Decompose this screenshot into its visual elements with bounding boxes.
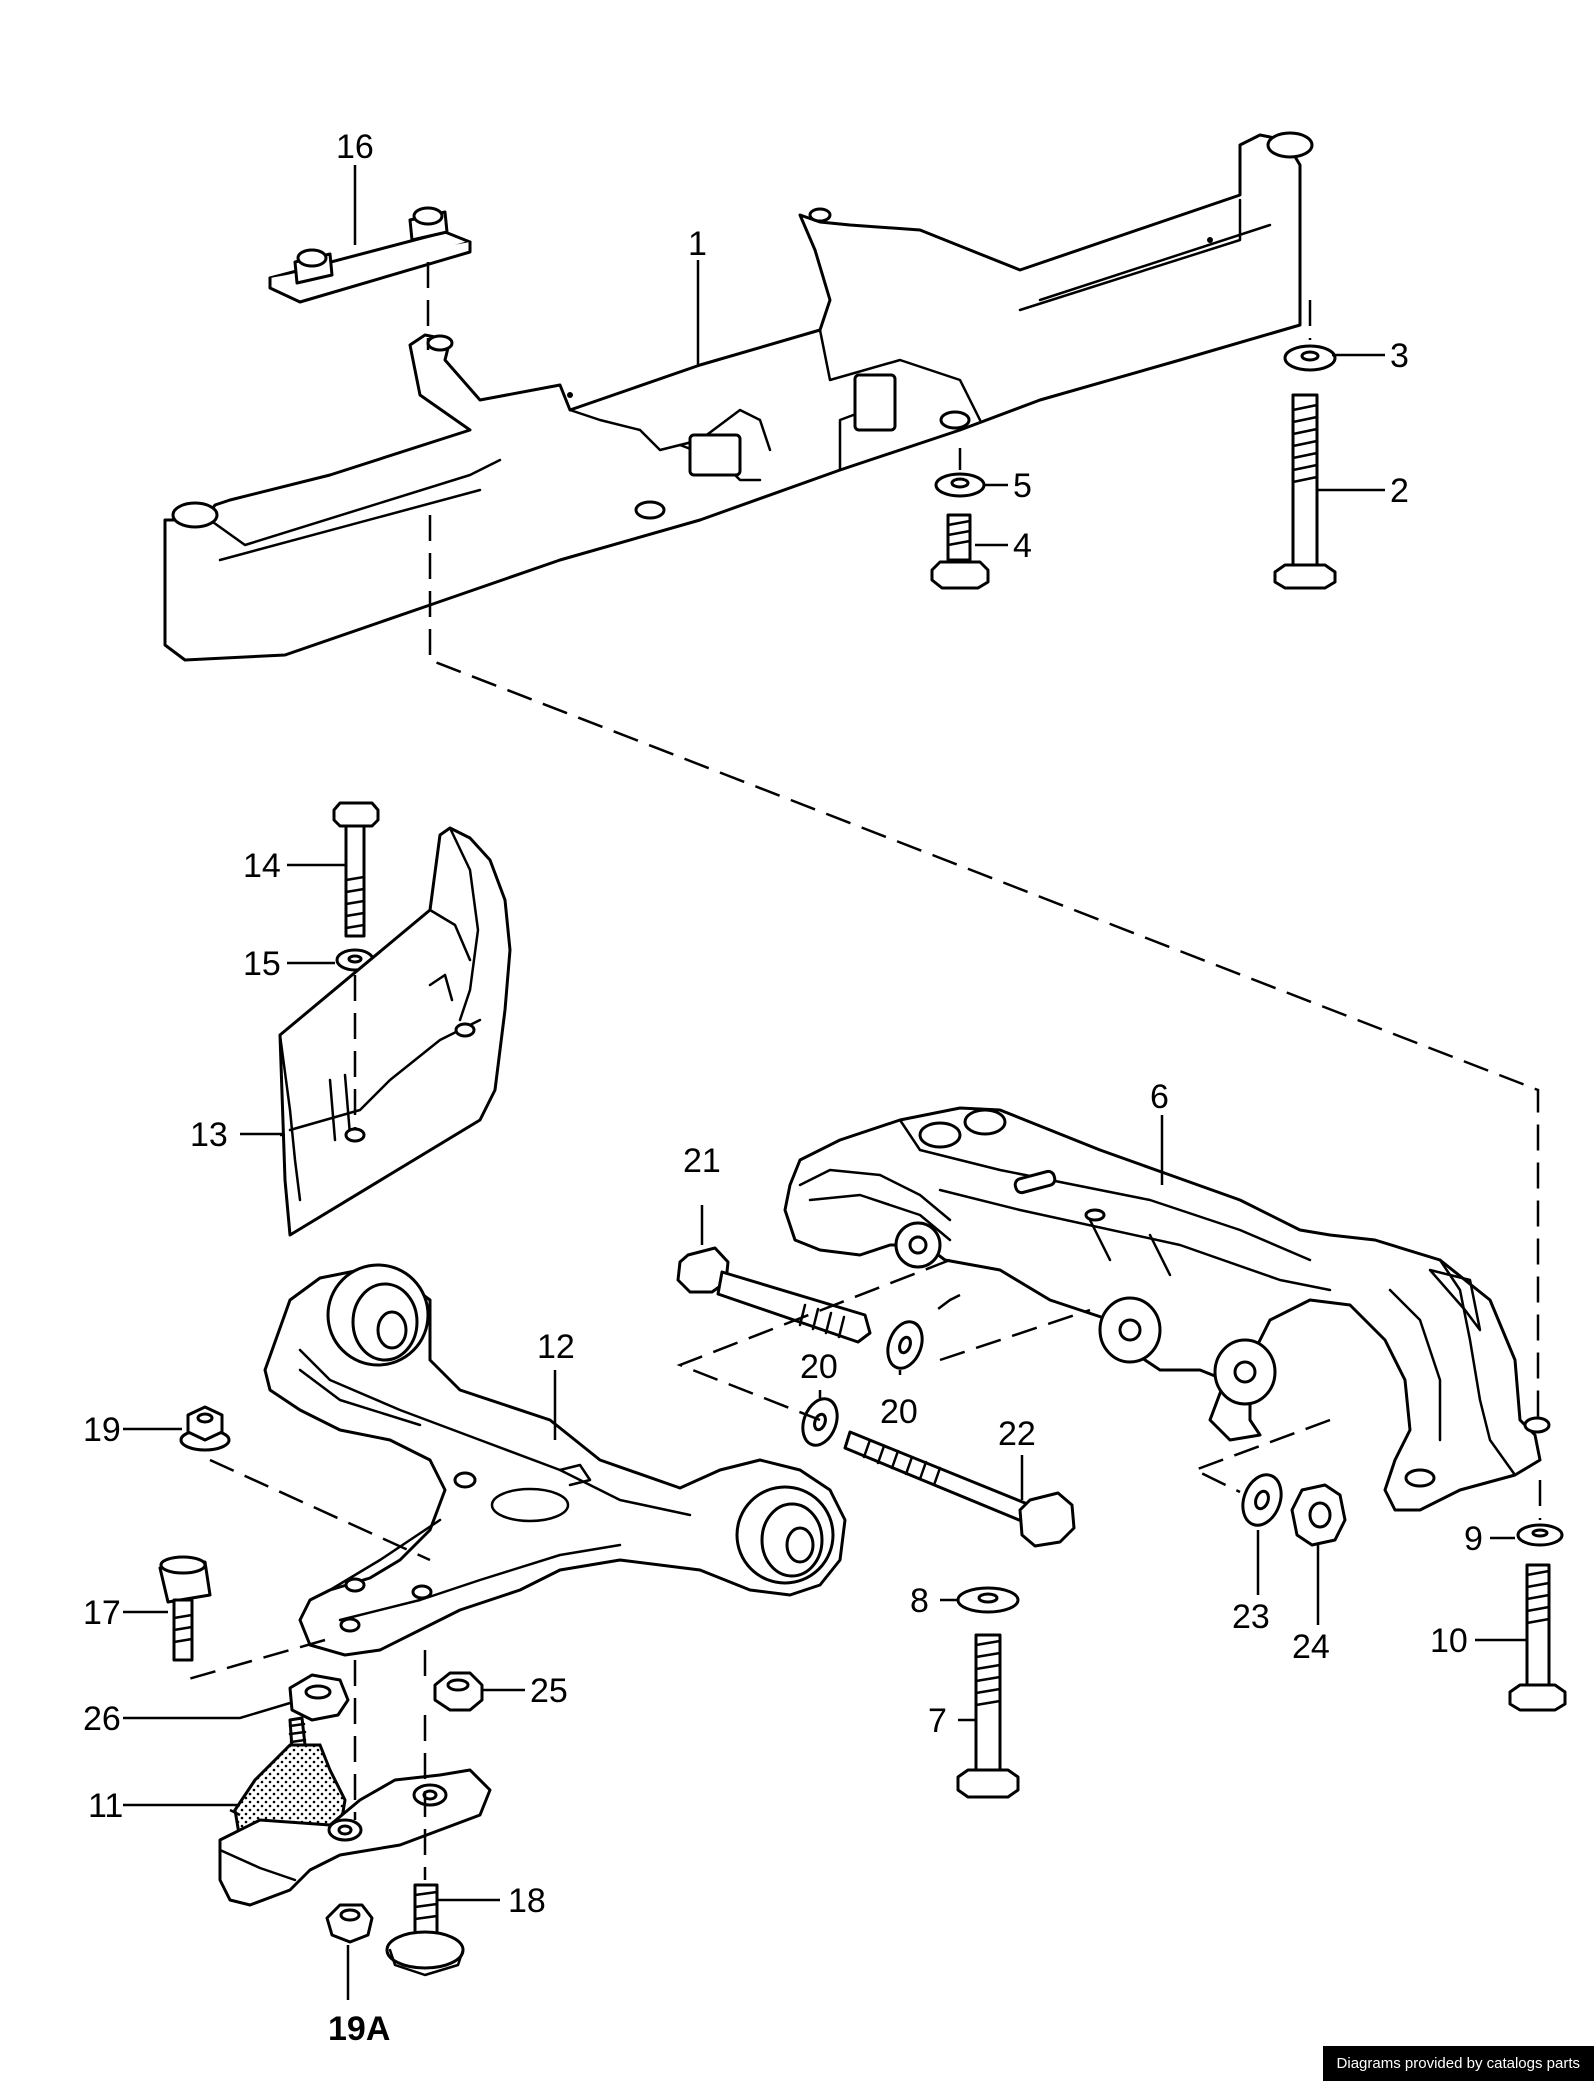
nut-25-part xyxy=(433,1671,484,1712)
bolt-10-part xyxy=(1508,1563,1567,1712)
control-arm-part xyxy=(263,1263,847,1657)
mounting-plate-part xyxy=(268,206,472,304)
callout-1: 1 xyxy=(688,225,707,263)
nut-19a-part xyxy=(325,1903,374,1944)
nut-19-part xyxy=(179,1405,231,1452)
callout-20-lower: 20 xyxy=(880,1393,918,1431)
bolt-21-part xyxy=(676,1246,872,1344)
callout-15: 15 xyxy=(243,945,281,983)
washer-20b-part xyxy=(801,1397,839,1447)
washer-20a-part xyxy=(886,1320,924,1370)
callout-18: 18 xyxy=(508,1882,546,1920)
callout-8: 8 xyxy=(910,1582,929,1620)
bolt-4-part xyxy=(930,513,990,590)
callout-2: 2 xyxy=(1390,472,1409,510)
nut-26-part xyxy=(288,1673,350,1722)
washer-5-part xyxy=(934,472,986,498)
callout-11: 11 xyxy=(88,1787,123,1825)
callout-24: 24 xyxy=(1292,1628,1330,1666)
callout-19: 19 xyxy=(83,1411,121,1449)
bolt-18-part xyxy=(385,1883,465,1977)
callout-10: 10 xyxy=(1430,1622,1468,1660)
callout-23: 23 xyxy=(1232,1598,1270,1636)
callout-7: 7 xyxy=(928,1702,947,1740)
carrier-part xyxy=(783,1106,1551,1512)
callout-20-upper: 20 xyxy=(800,1348,838,1386)
callout-16: 16 xyxy=(336,128,374,166)
credit-banner: Diagrams provided by catalogs parts xyxy=(1322,2046,1594,2081)
callout-9: 9 xyxy=(1464,1520,1483,1558)
callout-3: 3 xyxy=(1390,337,1409,375)
bolt-7-part xyxy=(956,1633,1020,1799)
bolt-22-part xyxy=(843,1430,1076,1548)
washer-8-part xyxy=(956,1586,1020,1614)
callout-labels: 1 2 3 4 5 6 7 8 9 10 11 12 13 14 15 16 1… xyxy=(83,128,1483,2048)
bolt-14-part xyxy=(332,801,380,938)
leader-lines xyxy=(123,165,1527,2000)
nut-24-part xyxy=(1290,1483,1347,1547)
bolt-2-part xyxy=(1273,393,1337,590)
splash-shield-part xyxy=(278,826,512,1237)
callout-21: 21 xyxy=(683,1142,721,1180)
washer-23-part xyxy=(1241,1473,1283,1527)
callout-17: 17 xyxy=(83,1594,121,1632)
assembly-lines xyxy=(184,262,1542,1880)
washer-9-part xyxy=(1516,1523,1564,1547)
callout-14: 14 xyxy=(243,847,281,885)
callout-6: 6 xyxy=(1150,1078,1169,1116)
callout-25: 25 xyxy=(530,1672,568,1710)
callout-26: 26 xyxy=(83,1700,121,1738)
callout-4: 4 xyxy=(1013,527,1032,565)
stud-17-part xyxy=(158,1555,212,1662)
callout-13: 13 xyxy=(190,1116,228,1154)
callout-19a: 19A xyxy=(328,2010,390,2048)
callout-5: 5 xyxy=(1013,467,1032,505)
callout-12: 12 xyxy=(537,1328,575,1366)
callout-22: 22 xyxy=(998,1415,1036,1453)
washer-3-part xyxy=(1283,344,1337,372)
crossmember-main-part xyxy=(163,131,1314,662)
